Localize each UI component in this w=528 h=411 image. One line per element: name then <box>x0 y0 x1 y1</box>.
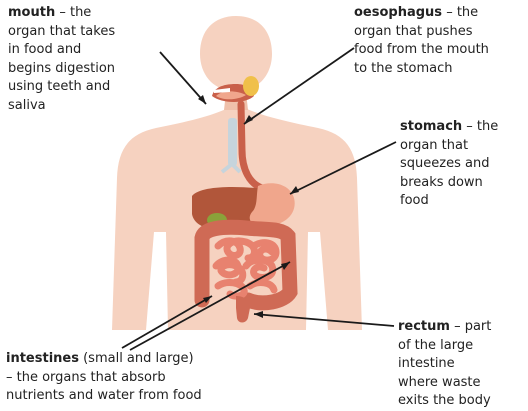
oesophagus-label: oesophagus – the organ that pushes food fr… <box>354 4 526 78</box>
intestines-desc-2: nutrients and water from food <box>6 388 202 403</box>
pointer-mouth <box>160 52 206 104</box>
intestines-desc-1: – the organs that absorb <box>6 370 166 385</box>
stomach-desc-1: organ that <box>400 138 468 153</box>
trachea <box>228 118 237 166</box>
intestines-desc-0: (small and large) <box>79 351 194 366</box>
mouth-desc-0: – the <box>55 5 91 20</box>
oesophagus-desc-2: food from the mouth <box>354 42 489 57</box>
rectum-desc-0: – part <box>450 319 491 334</box>
mouth-desc-1: organ that takes <box>8 24 115 39</box>
rectum-desc-3: where waste <box>398 375 481 390</box>
mouth-desc-3: begins digestion <box>8 61 115 76</box>
salivary-gland-icon <box>243 76 259 96</box>
stomach-desc-4: food <box>400 193 429 208</box>
mouth-desc-4: using teeth and <box>8 79 110 94</box>
oesophagus-desc-3: to the stomach <box>354 61 453 76</box>
stomach-label: stomach – the organ that squeezes and break… <box>400 118 526 211</box>
mouth-term: mouth <box>8 5 55 20</box>
oesophagus-desc-0: – the <box>442 5 478 20</box>
intestines-label: intestines (small and large) – the organs… <box>6 350 286 406</box>
rectum-desc-4: exits the body <box>398 393 491 408</box>
rectum-label: rectum – part of the large intestine where … <box>398 318 526 411</box>
oesophagus-term: oesophagus <box>354 5 442 20</box>
stomach-desc-2: squeezes and <box>400 156 489 171</box>
stomach-term: stomach <box>400 119 462 134</box>
mouth-label: mouth – the organ that takes in food and be… <box>8 4 158 115</box>
stomach-desc-3: breaks down <box>400 175 483 190</box>
mouth-desc-2: in food and <box>8 42 81 57</box>
rectum-desc-1: of the large <box>398 338 473 353</box>
mouth-desc-5: saliva <box>8 98 46 113</box>
rectum-term: rectum <box>398 319 450 334</box>
stomach-desc-0: – the <box>462 119 498 134</box>
intestines-term: intestines <box>6 351 79 366</box>
rectum-desc-2: intestine <box>398 356 455 371</box>
oesophagus-desc-1: organ that pushes <box>354 24 472 39</box>
